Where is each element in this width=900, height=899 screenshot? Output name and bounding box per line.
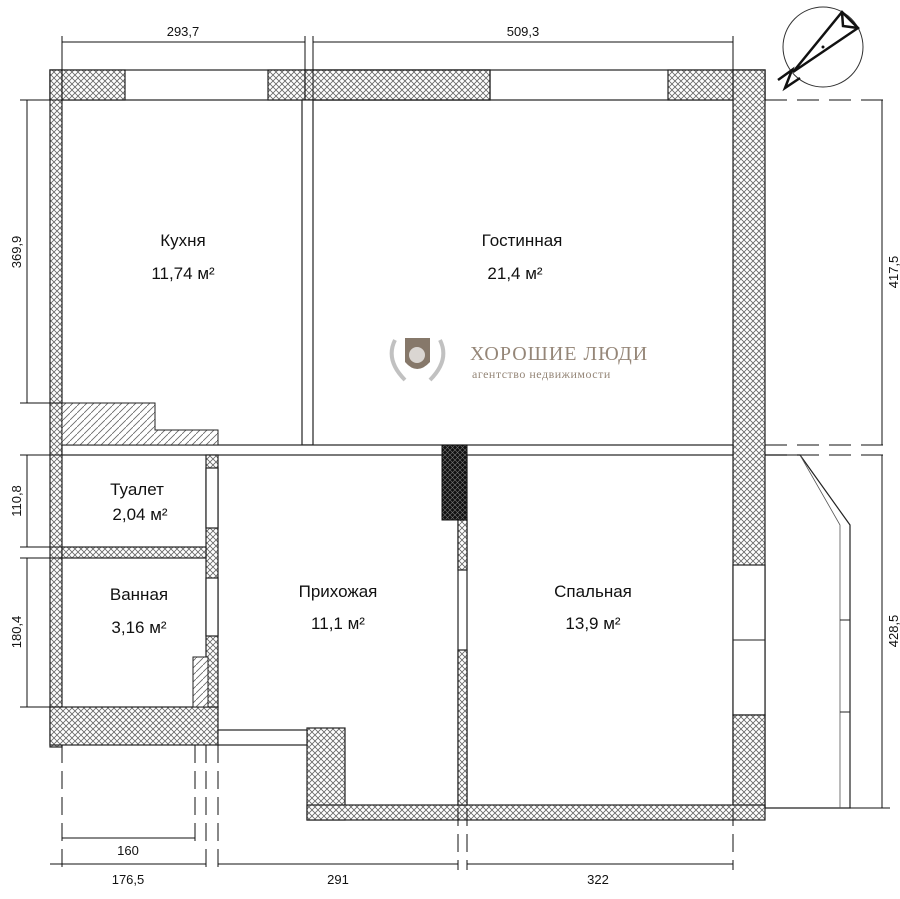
room-living-area: 21,4 м² [487, 264, 542, 283]
room-toilet-name: Туалет [110, 480, 164, 499]
dim-top-right: 509,3 [507, 24, 540, 39]
structural-column [441, 444, 468, 521]
walls [49, 69, 851, 821]
dim-right-top: 417,5 [886, 256, 900, 289]
dim-bottom-3: 322 [587, 872, 609, 887]
dim-left-kitchen: 369,9 [9, 236, 24, 269]
room-toilet-area: 2,04 м² [112, 505, 167, 524]
dim-bottom-1: 176,5 [112, 872, 145, 887]
room-bedroom-area: 13,9 м² [565, 614, 620, 633]
dim-top-left: 293,7 [167, 24, 200, 39]
dim-bottom-inner: 160 [117, 843, 139, 858]
room-living-name: Гостинная [482, 231, 563, 250]
north-arrow-icon [777, 6, 864, 92]
room-bedroom-name: Спальная [554, 582, 632, 601]
watermark-title: ХОРОШИЕ ЛЮДИ [470, 343, 648, 365]
dim-right-bottom: 428,5 [886, 615, 900, 648]
room-hallway-name: Прихожая [299, 582, 378, 601]
room-hallway-area: 11,1 м² [311, 614, 365, 633]
dim-left-bath: 180,4 [9, 616, 24, 649]
dim-bottom-2: 291 [327, 872, 349, 887]
agency-watermark: ХОРОШИЕ ЛЮДИ агентство недвижимости [389, 338, 648, 382]
watermark-subtitle: агентство недвижимости [472, 367, 611, 381]
room-bath-name: Ванная [110, 585, 168, 604]
dim-left-toilet: 110,8 [9, 485, 24, 517]
room-kitchen-area: 11,74 м² [151, 264, 215, 283]
dimension-lines [20, 36, 890, 870]
room-kitchen-name: Кухня [160, 231, 206, 250]
room-bath-area: 3,16 м² [111, 618, 166, 637]
